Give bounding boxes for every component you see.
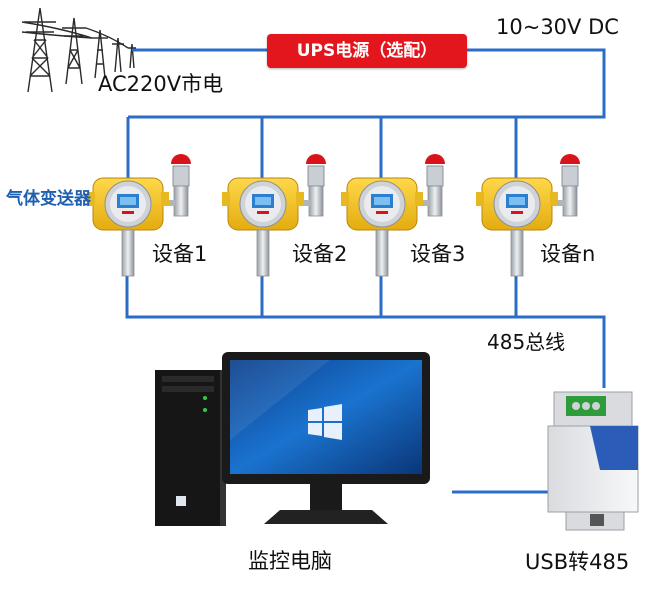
bus-label: 485总线: [487, 330, 566, 354]
converter-label: USB转485: [525, 550, 630, 574]
computer-label: 监控电脑: [248, 549, 332, 573]
device-2-label: 设备2: [292, 242, 348, 266]
dc-voltage-label: 10~30V DC: [496, 15, 619, 39]
pc-tower-icon: [155, 370, 226, 526]
device-n-label: 设备n: [540, 242, 596, 266]
usb-485-converter-icon: [547, 391, 639, 531]
mains-power-label: AC220V市电: [98, 72, 224, 96]
device-1-label: 设备1: [152, 242, 208, 266]
device-3-label: 设备3: [410, 242, 466, 266]
monitor-icon: [222, 352, 430, 524]
ups-power-badge: UPS电源（选配）: [267, 34, 467, 68]
power-tower-icon: [21, 7, 136, 93]
power-wiring: [126, 48, 606, 182]
transmitter-group-label: 气体变送器: [6, 189, 91, 209]
